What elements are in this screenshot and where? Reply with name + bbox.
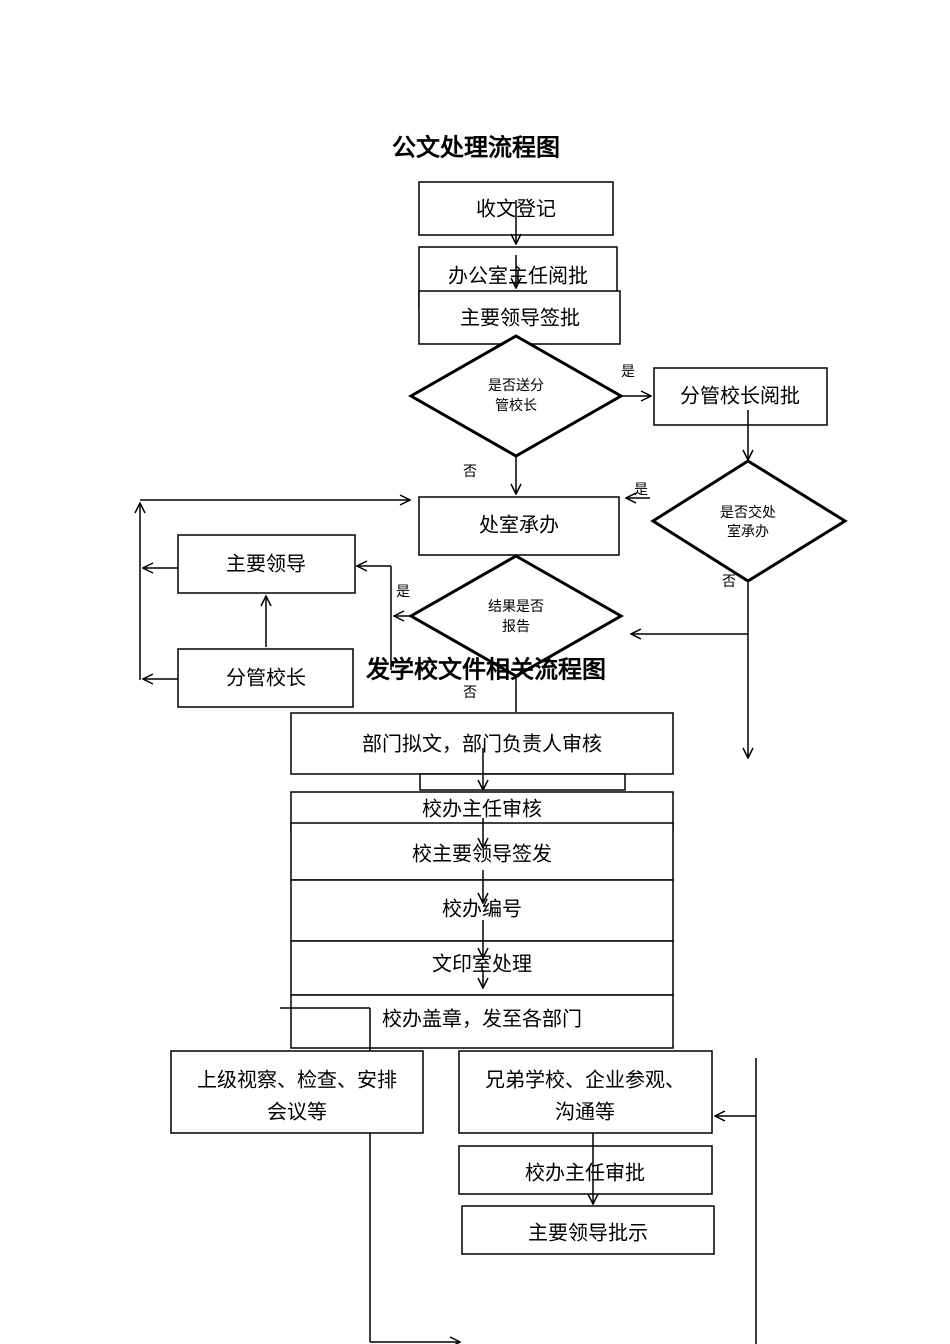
main-leader-box	[177, 534, 356, 594]
decision-dept-handle-line2: 室承办	[727, 523, 769, 540]
leader-issue-label: 校主要领导签发	[412, 842, 552, 866]
decision-send-vp	[407, 334, 625, 458]
decision-dept-handle	[650, 459, 848, 583]
leader-instruct-box	[461, 1205, 715, 1255]
peer-visit-box	[458, 1050, 713, 1134]
vice-principal-box	[177, 648, 354, 708]
decision-report-line2: 报告	[502, 619, 530, 635]
superior-visit-box	[170, 1050, 424, 1134]
seal-send-box	[290, 994, 674, 1049]
no-label-3: 否	[463, 685, 477, 701]
leader-issue-box	[290, 822, 674, 881]
dept-handle-box	[418, 496, 620, 556]
no-label-1: 否	[463, 464, 477, 480]
main-leader-label: 主要领导	[226, 552, 306, 576]
office-approve-box	[458, 1145, 713, 1195]
yes-label-1: 是	[621, 364, 635, 380]
vp-review-box	[653, 367, 828, 426]
vp-review-label: 分管校长阅批	[680, 384, 800, 408]
draft-label: 部门拟文，部门负责人审核	[362, 732, 602, 756]
vice-principal-label: 分管校长	[226, 666, 306, 690]
superior-visit-line1: 上级视察、检查、安排	[197, 1068, 397, 1092]
printing-label: 文印室处理	[432, 952, 532, 976]
decision-dept-handle-line1: 是否交处	[720, 504, 776, 521]
decision-report-line1: 结果是否	[488, 599, 544, 615]
no-label-2: 否	[722, 574, 736, 590]
draft-underbox	[419, 773, 626, 791]
main-leader-sign-label: 主要领导签批	[460, 306, 580, 330]
peer-visit-line1: 兄弟学校、企业参观、	[485, 1068, 685, 1092]
main-leader-sign-box	[418, 290, 621, 345]
leader-instruct-label: 主要领导批示	[528, 1221, 648, 1245]
decision-send-vp-line2: 管校长	[495, 397, 537, 414]
draft-box	[290, 712, 674, 775]
peer-visit-line2: 沟通等	[555, 1100, 615, 1124]
doc-issuing-title: 发学校文件相关流程图	[365, 655, 606, 684]
yes-label-3: 是	[396, 584, 410, 600]
superior-visit-line2: 会议等	[267, 1100, 327, 1124]
seal-send-label: 校办盖章，发至各部门	[382, 1007, 582, 1031]
office-approve-label: 校办主任审批	[525, 1161, 645, 1185]
doc-processing-title: 公文处理流程图	[392, 133, 560, 162]
office-review-label: 校办主任审核	[422, 797, 542, 821]
numbering-label: 校办编号	[442, 897, 522, 921]
dept-handle-label: 处室承办	[479, 513, 559, 537]
decision-send-vp-line1: 是否送分	[488, 378, 544, 394]
office-director-label: 办公室主任阅批	[448, 264, 588, 288]
yes-label-2: 是	[634, 482, 648, 498]
